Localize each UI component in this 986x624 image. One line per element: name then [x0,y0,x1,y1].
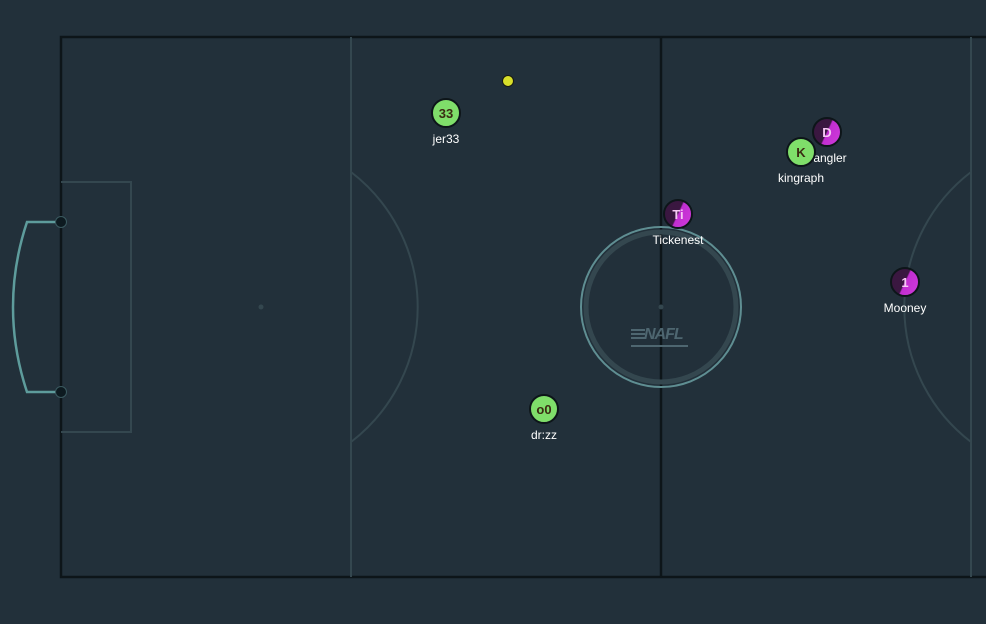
left-arc [350,171,419,443]
player-badge: o0 [536,401,552,417]
center-circle-inner [583,229,739,385]
player-name: Mooney [883,301,927,315]
player-name: Tickenest [652,233,704,247]
left-goalpost-top [55,216,67,228]
player-badge: 1 [901,274,909,290]
center-spot [658,304,664,310]
penalty-spot [258,304,264,310]
left-goal [11,220,61,394]
player-tickenest[interactable]: Ti [663,199,693,229]
nafl-logo: NAFL [631,326,689,348]
left-goalpost-bottom [55,386,67,398]
penalty-box [61,181,132,433]
right-arc [903,171,972,443]
player-drzz[interactable]: o0 [529,394,559,424]
ball[interactable] [502,75,514,87]
player-jer33[interactable]: 33 [431,98,461,128]
pitch-boundary [59,35,986,579]
player-badge: D [822,124,832,140]
player-kingraph[interactable]: K [786,137,816,167]
player-angler[interactable]: D [812,117,842,147]
center-circle [580,226,742,388]
player-name: angler [813,151,847,165]
player-name: jer33 [432,132,460,146]
logo-text: NAFL [644,326,684,343]
player-name: kingraph [777,171,825,185]
player-badge: 33 [438,105,454,121]
player-badge: K [796,144,806,160]
player-name: dr:zz [530,428,558,442]
player-badge: Ti [672,206,684,222]
player-mooney[interactable]: 1 [890,267,920,297]
